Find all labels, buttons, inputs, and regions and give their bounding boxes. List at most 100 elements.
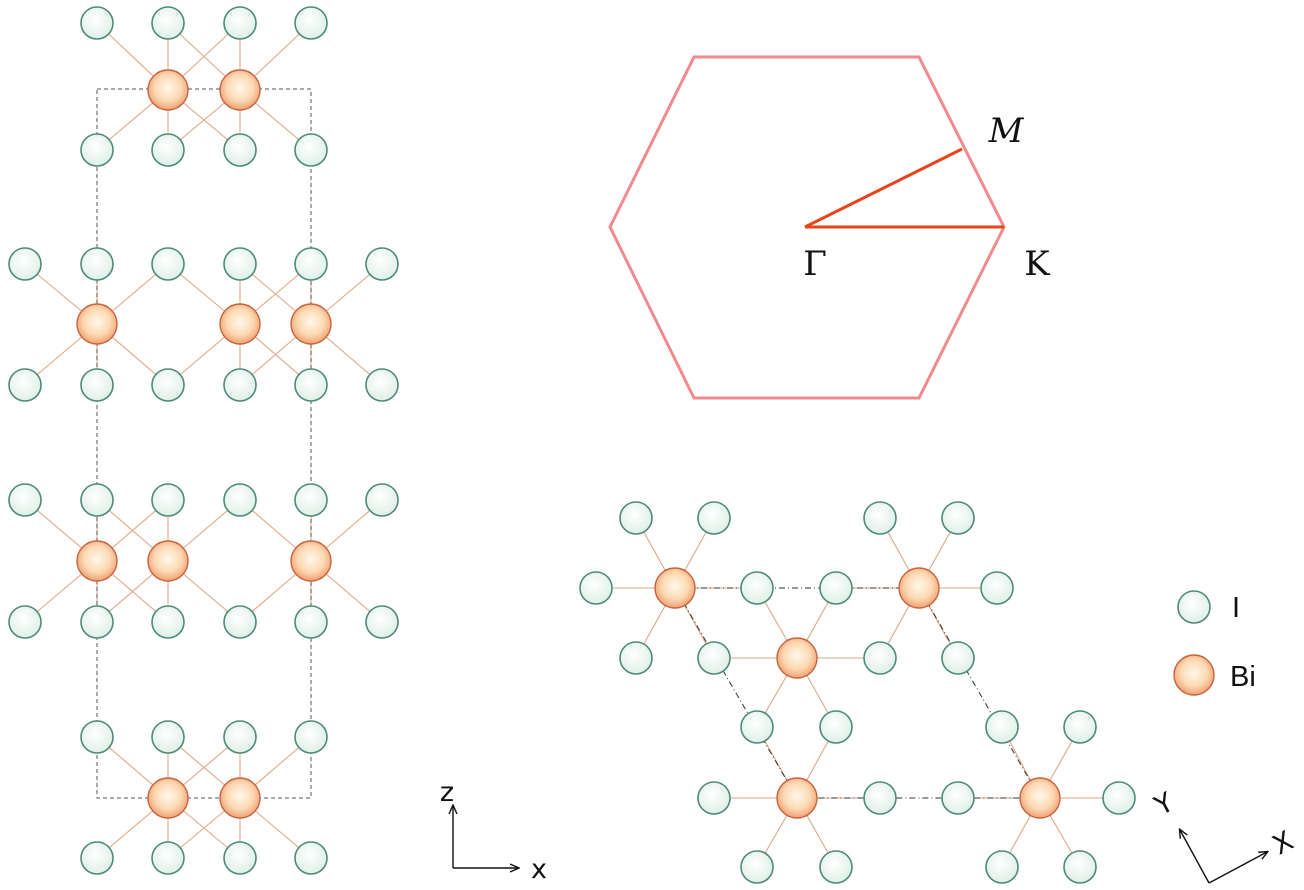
iodine-atom bbox=[80, 483, 114, 517]
top-view-unit-cell bbox=[674, 587, 1041, 799]
iodine-atom bbox=[365, 605, 399, 639]
iodine-atom bbox=[223, 247, 257, 281]
iodine-atom bbox=[8, 247, 42, 281]
iodine-atom bbox=[985, 710, 1019, 744]
bismuth-atom bbox=[147, 540, 189, 582]
legend-iodine-icon bbox=[1177, 590, 1211, 624]
side-view-atoms bbox=[8, 6, 399, 875]
side-view-unit-cell bbox=[96, 88, 312, 799]
iodine-atom bbox=[863, 781, 897, 815]
iodine-atom bbox=[223, 368, 257, 402]
iodine-atom bbox=[151, 841, 185, 875]
bismuth-atom bbox=[1019, 777, 1061, 819]
iodine-atom bbox=[697, 501, 731, 535]
bismuth-atom bbox=[776, 637, 818, 679]
iodine-atom bbox=[80, 6, 114, 40]
iodine-atom bbox=[151, 6, 185, 40]
k-point-label: K bbox=[1024, 244, 1050, 284]
side-view-bonds bbox=[24, 22, 383, 859]
bismuth-atom bbox=[776, 777, 818, 819]
iodine-atom bbox=[151, 605, 185, 639]
iodine-atom bbox=[151, 483, 185, 517]
top-view-structure bbox=[579, 501, 1136, 884]
bismuth-atom bbox=[147, 777, 189, 819]
bismuth-atom bbox=[290, 540, 332, 582]
side-view-structure bbox=[8, 6, 399, 875]
gamma-m-path bbox=[804, 147, 963, 229]
iodine-atom bbox=[151, 133, 185, 167]
legend-bismuth-icon bbox=[1173, 654, 1215, 696]
x-axis-arrow-top bbox=[1208, 852, 1267, 884]
iodine-atom bbox=[740, 571, 774, 605]
iodine-atom bbox=[1063, 850, 1097, 884]
bismuth-atom bbox=[898, 567, 940, 609]
brillouin-zone: Γ K M bbox=[608, 55, 1050, 400]
iodine-atom bbox=[223, 6, 257, 40]
y-axis-label: Y bbox=[1149, 787, 1179, 823]
iodine-atom bbox=[294, 483, 328, 517]
iodine-atom bbox=[985, 850, 1019, 884]
iodine-atom bbox=[8, 368, 42, 402]
iodine-atom bbox=[151, 247, 185, 281]
top-view-atoms bbox=[579, 501, 1136, 884]
x-axis-label-top: X bbox=[1268, 825, 1299, 861]
iodine-atom bbox=[223, 483, 257, 517]
iodine-atom bbox=[1102, 781, 1136, 815]
iodine-atom bbox=[819, 850, 853, 884]
iodine-atom bbox=[8, 483, 42, 517]
bismuth-atom bbox=[219, 303, 261, 345]
iodine-atom bbox=[294, 368, 328, 402]
iodine-atom bbox=[941, 641, 975, 675]
bismuth-atom bbox=[76, 540, 118, 582]
iodine-atom bbox=[941, 781, 975, 815]
x-axis-label: x bbox=[531, 854, 547, 885]
iodine-atom bbox=[80, 247, 114, 281]
iodine-atom bbox=[697, 781, 731, 815]
iodine-atom bbox=[223, 720, 257, 754]
iodine-atom bbox=[151, 368, 185, 402]
iodine-atom bbox=[223, 841, 257, 875]
gamma-point-label: Γ bbox=[803, 244, 827, 284]
iodine-atom bbox=[740, 850, 774, 884]
z-axis-label: z bbox=[440, 777, 454, 808]
legend: I Bi bbox=[1173, 590, 1256, 696]
iodine-atom bbox=[619, 501, 653, 535]
iodine-atom bbox=[8, 605, 42, 639]
legend-iodine-label: I bbox=[1232, 592, 1240, 624]
iodine-atom bbox=[365, 483, 399, 517]
legend-bismuth-label: Bi bbox=[1230, 661, 1256, 693]
iodine-atom bbox=[223, 133, 257, 167]
m-point-label: M bbox=[988, 111, 1025, 151]
iodine-atom bbox=[294, 133, 328, 167]
top-view-axes: Y X bbox=[1149, 787, 1299, 884]
iodine-atom bbox=[863, 641, 897, 675]
bismuth-atom bbox=[76, 303, 118, 345]
bismuth-atom bbox=[147, 69, 189, 111]
bismuth-atom bbox=[290, 303, 332, 345]
iodine-atom bbox=[80, 605, 114, 639]
iodine-atom bbox=[365, 247, 399, 281]
bismuth-atom bbox=[219, 777, 261, 819]
iodine-atom bbox=[294, 605, 328, 639]
iodine-atom bbox=[294, 720, 328, 754]
iodine-atom bbox=[80, 368, 114, 402]
bismuth-atom bbox=[219, 69, 261, 111]
iodine-atom bbox=[819, 571, 853, 605]
iodine-atom bbox=[80, 720, 114, 754]
bismuth-atom bbox=[654, 567, 696, 609]
iodine-atom bbox=[980, 571, 1014, 605]
iodine-atom bbox=[294, 841, 328, 875]
iodine-atom bbox=[294, 247, 328, 281]
iodine-atom bbox=[365, 368, 399, 402]
iodine-atom bbox=[819, 710, 853, 744]
iodine-atom bbox=[740, 710, 774, 744]
iodine-atom bbox=[863, 501, 897, 535]
iodine-atom bbox=[1063, 710, 1097, 744]
iodine-atom bbox=[697, 641, 731, 675]
iodine-atom bbox=[151, 720, 185, 754]
iodine-atom bbox=[223, 605, 257, 639]
iodine-atom bbox=[80, 133, 114, 167]
side-view-axes: z x bbox=[440, 777, 547, 885]
iodine-atom bbox=[941, 501, 975, 535]
